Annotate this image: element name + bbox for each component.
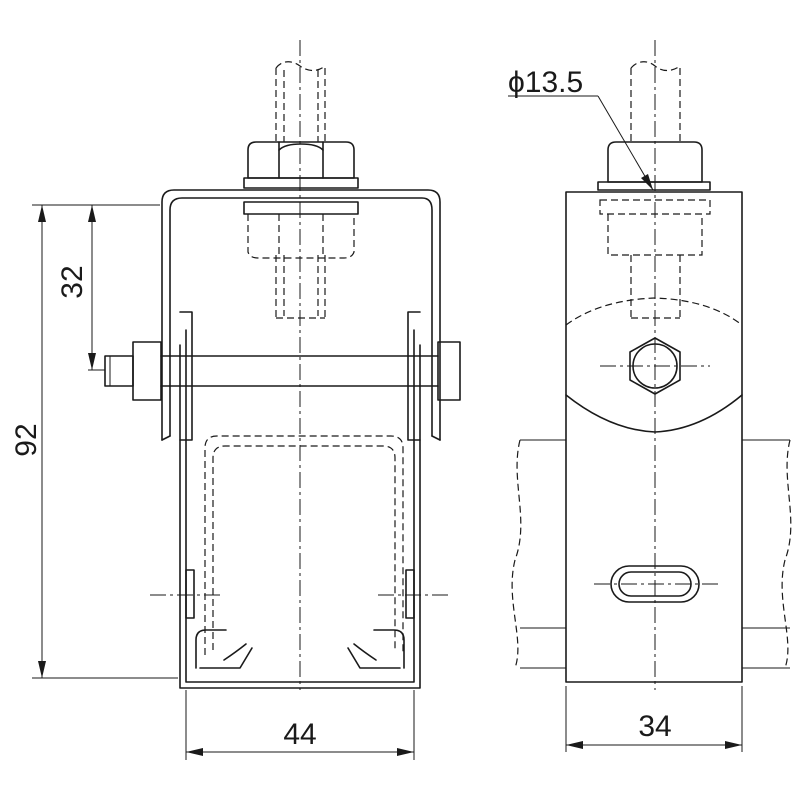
dim-34 bbox=[565, 686, 743, 752]
side-tabs bbox=[150, 569, 450, 619]
side-plates bbox=[179, 311, 421, 441]
c-channel bbox=[204, 435, 404, 655]
side-channel-profile bbox=[511, 439, 792, 669]
side-view bbox=[511, 40, 792, 690]
dim-92-label: 92 bbox=[10, 423, 43, 456]
dim-92 bbox=[32, 204, 178, 679]
channel-lips bbox=[195, 629, 405, 669]
dim-32 bbox=[88, 204, 160, 371]
inner-nut bbox=[243, 201, 359, 259]
dim-44 bbox=[185, 690, 415, 760]
dim-32-label: 32 bbox=[56, 265, 89, 298]
clamp-body bbox=[161, 189, 441, 689]
side-body bbox=[565, 191, 743, 683]
front-view bbox=[104, 40, 461, 690]
through-bolt bbox=[104, 341, 461, 401]
dim-44-label: 44 bbox=[283, 718, 316, 751]
dim-diameter-label: ϕ13.5 bbox=[508, 66, 583, 99]
side-hanger-rod bbox=[630, 61, 681, 319]
side-hex-head bbox=[600, 337, 710, 395]
side-oval-slot bbox=[594, 565, 718, 603]
dim-34-label: 34 bbox=[638, 710, 671, 743]
hanger-rod bbox=[275, 61, 326, 319]
dim-diameter-leader bbox=[508, 95, 654, 191]
side-top-nut bbox=[597, 141, 711, 191]
top-nut bbox=[243, 141, 359, 189]
